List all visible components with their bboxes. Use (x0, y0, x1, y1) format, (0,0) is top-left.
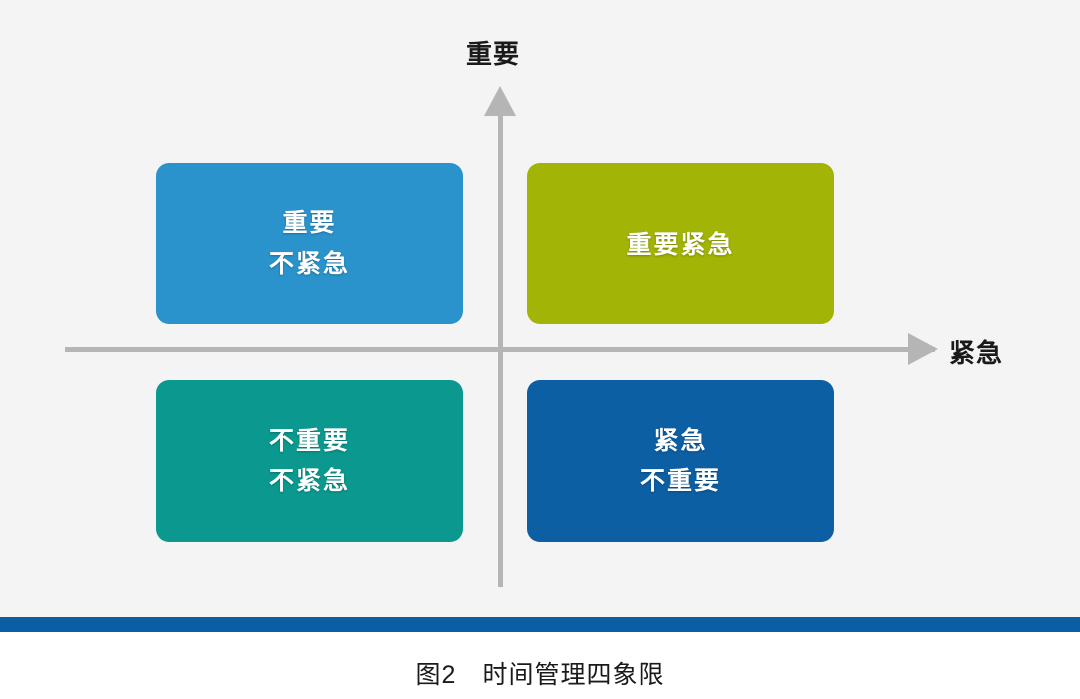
quadrant-label-line: 不紧急 (268, 249, 350, 278)
horizontal-axis-label: 紧急 (949, 338, 1004, 368)
quadrant-box-important-urgent[interactable]: 重要紧急 (527, 163, 843, 324)
figure-caption: 图2 时间管理四象限 (0, 655, 1080, 691)
quadrant-box-important-not-urgent[interactable]: 重要 不紧急 (156, 163, 472, 324)
quadrant-label-line: 重要紧急 (626, 231, 735, 260)
figure-title: 时间管理四象限 (482, 661, 665, 689)
quadrant-label-line: 不紧急 (268, 467, 350, 495)
quadrant-label-line: 重要 (282, 209, 337, 237)
vertical-axis-label: 重要 (466, 39, 521, 69)
quadrant-label-line: 不重要 (268, 426, 350, 455)
figure-number: 图2 (415, 661, 457, 689)
vertical-axis-line (498, 110, 503, 587)
quadrant-box-urgent-not-important[interactable]: 紧急 不重要 (527, 380, 843, 542)
quadrant-label-line: 紧急 (653, 426, 708, 455)
quadrant-box-not-important-not-urgent[interactable]: 不重要 不紧急 (156, 380, 472, 542)
quadrant-label-line: 不重要 (639, 467, 721, 495)
horizontal-rule (0, 617, 1080, 632)
vertical-axis-arrow-icon (484, 86, 516, 116)
figure-canvas: 重要 紧急 重要 不紧急 重要紧急 不重要 不紧急 紧急 不重要 (0, 0, 1080, 617)
horizontal-axis-arrow-icon (908, 333, 938, 365)
